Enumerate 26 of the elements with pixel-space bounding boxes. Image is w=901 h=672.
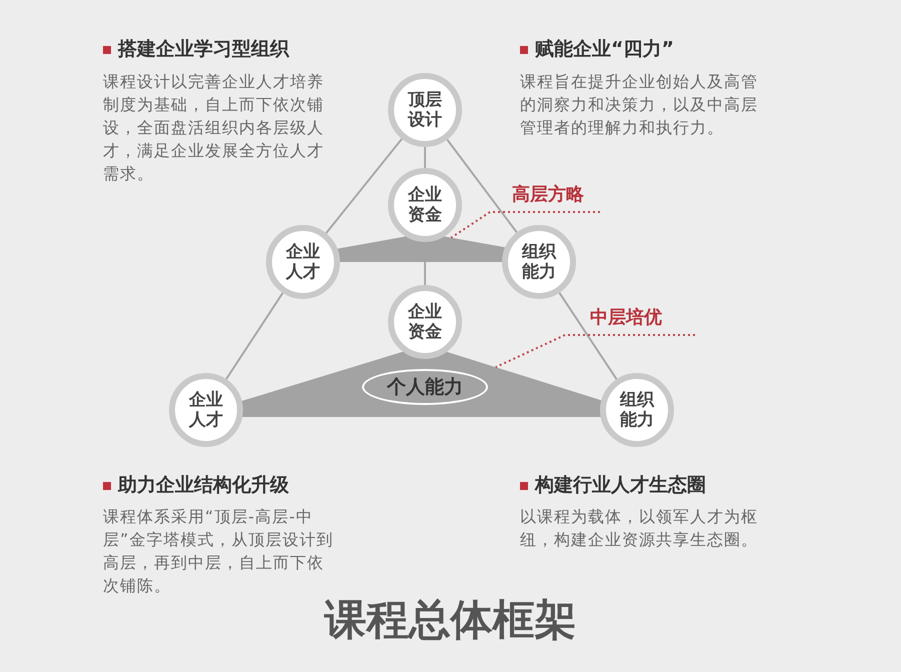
section-heading: 赋能企业“四力” [535, 37, 674, 62]
circle-node: 顶层设计 [388, 73, 462, 147]
section-heading: 搭建企业学习型组织 [118, 37, 289, 62]
body-text: 课程旨在提升企业创始人及高管的洞察力和决策力，以及中高层管理者的理解力和执行力。 [520, 71, 759, 139]
connector-line [446, 139, 518, 233]
circle-node: 企业资金 [388, 168, 462, 242]
circle-node: 组织能力 [600, 373, 674, 447]
leader-line [495, 334, 695, 368]
connector-line [558, 292, 618, 380]
circle-node: 组织能力 [502, 225, 576, 299]
body-text: 以课程为载体，以领军人才为枢纽，构建企业资源共享生态圈。 [520, 506, 759, 551]
body-text: 课程设计以完善企业人才培养制度为基础，自上而下依次铺设，全面盘活组织内各层级人才，满足企业发展全方位人才需求。 [103, 71, 325, 185]
connector-line [225, 292, 284, 380]
circle-node: 企业人才 [169, 373, 243, 447]
circle-node: 企业人才 [266, 225, 340, 299]
connector-line [424, 262, 426, 285]
connector-line [424, 147, 426, 168]
section-heading: 构建行业人才生态圈 [535, 473, 706, 498]
body-text: 课程体系采用“顶层-高层-中层”金字塔模式，从顶层设计到高层，再到中层，自上而下依次铺陈。 [103, 506, 334, 597]
leader-line [450, 211, 600, 239]
callout-label: 中层培优 [590, 305, 695, 335]
callout-label: 高层方略 [512, 182, 600, 212]
connector-line [325, 138, 403, 234]
page-title: 课程总体框架 [324, 595, 576, 644]
section-heading: 助力企业结构化升级 [118, 473, 289, 498]
circle-node: 企业资金 [388, 285, 462, 359]
